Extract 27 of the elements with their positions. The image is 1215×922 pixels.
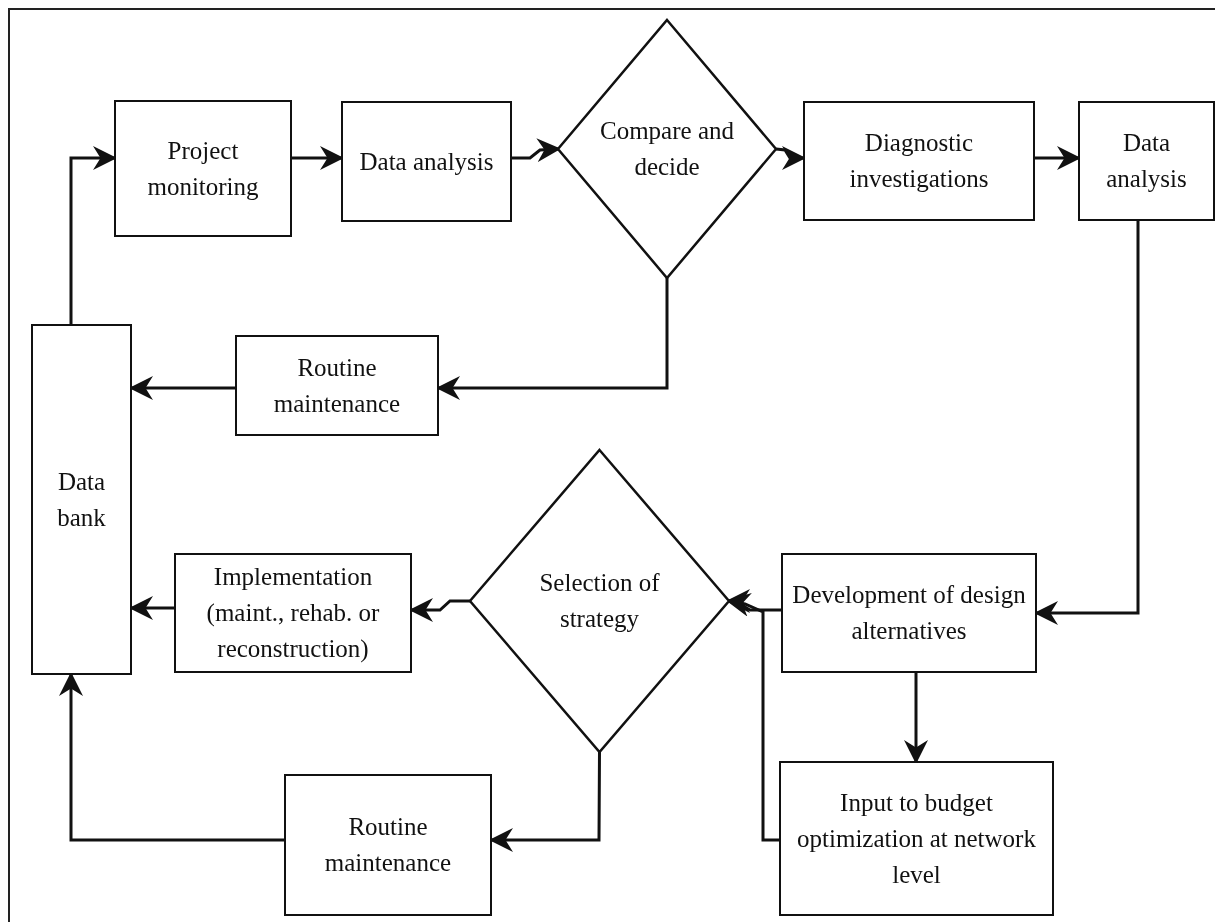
node-label: Routine maintenance (323, 812, 453, 878)
arrow (726, 593, 779, 842)
arrow (512, 138, 561, 163)
arrow (904, 673, 928, 764)
node-label: Data bank (56, 466, 107, 533)
process-box (31, 324, 132, 675)
process-box (235, 335, 439, 436)
node-label: Input to budget optimization at network level (796, 787, 1037, 890)
process-box (341, 101, 512, 222)
process-box (114, 100, 292, 237)
process-box (781, 553, 1037, 673)
process-box (284, 774, 492, 916)
node-label: Data analysis (1105, 128, 1188, 194)
process-box (1078, 101, 1215, 221)
node-label: Project monitoring (146, 135, 260, 202)
process-box (779, 761, 1054, 916)
node-label: Diagnostic investigations (848, 128, 990, 194)
process-box (174, 553, 412, 673)
node-label: Implementation (maint., rehab. or reconstruction) (205, 562, 381, 665)
node-label: Routine maintenance (272, 352, 402, 419)
node-label: Data analysis (359, 146, 494, 177)
process-box (803, 101, 1035, 221)
decision-diamond (470, 450, 729, 752)
decision-diamond (558, 20, 776, 278)
node-label: Compare and decide (599, 116, 735, 182)
node-label: Development of design alternatives (791, 580, 1027, 646)
node-label: Selection of strategy (538, 568, 661, 634)
